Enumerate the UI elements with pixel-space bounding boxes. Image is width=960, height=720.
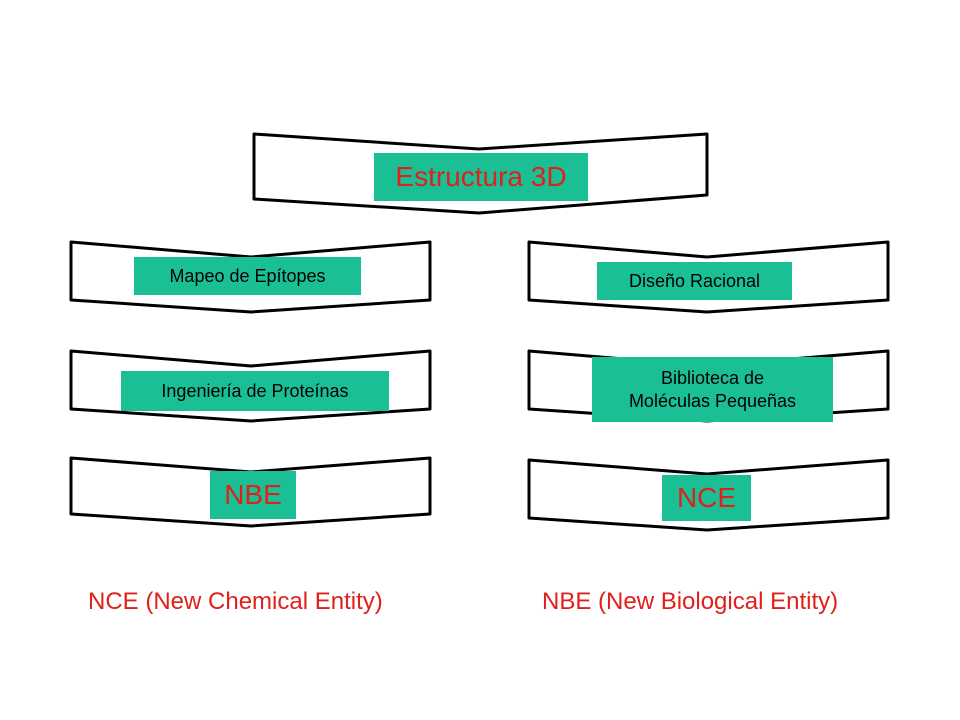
right-box-nce: NCE [662, 475, 751, 521]
left-box-mapeo-label: Mapeo de Epítopes [169, 265, 326, 286]
right-box-biblioteca-line2: Moléculas Pequeñas [628, 390, 797, 411]
left-box-nbe: NBE [210, 471, 296, 519]
chevron-right-1 [527, 240, 890, 314]
top-box-estructura-3d: Estructura 3D [374, 153, 588, 201]
right-box-nce-label: NCE [676, 482, 737, 513]
caption-left: NCE (New Chemical Entity) [88, 588, 383, 615]
right-box-biblioteca: Biblioteca de Moléculas Pequeñas [592, 357, 833, 422]
chevron-top [252, 132, 709, 215]
right-box-diseno-label: Diseño Racional [628, 270, 761, 291]
top-box-label: Estructura 3D [395, 161, 567, 192]
left-box-nbe-label: NBE [224, 479, 282, 510]
right-box-diseno: Diseño Racional [597, 262, 792, 300]
left-box-ingenieria: Ingeniería de Proteínas [121, 371, 389, 411]
caption-right: NBE (New Biological Entity) [542, 588, 839, 615]
right-box-biblioteca-line1: Biblioteca de [660, 367, 765, 388]
left-box-ingenieria-label: Ingeniería de Proteínas [161, 380, 349, 401]
left-box-mapeo: Mapeo de Epítopes [134, 257, 361, 295]
chevron-left-2 [69, 349, 432, 423]
chevron-right-3 [527, 458, 890, 532]
